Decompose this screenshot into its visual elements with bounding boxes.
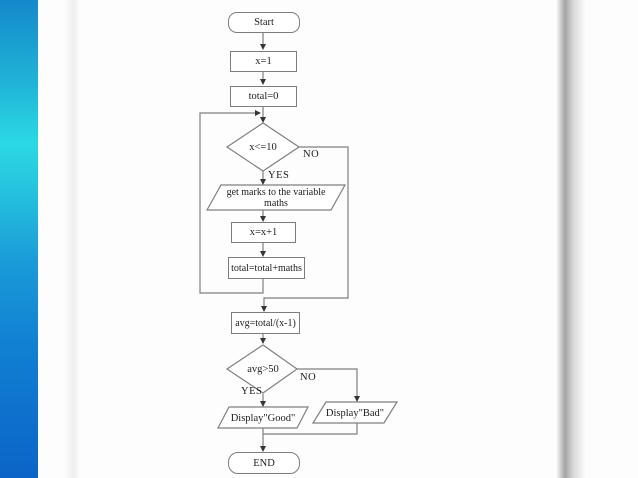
avg-decision-diamond bbox=[225, 344, 299, 394]
arrowhead bbox=[260, 179, 266, 185]
arrowhead bbox=[354, 396, 360, 402]
get-marks-parallelogram bbox=[205, 184, 347, 211]
arrowhead bbox=[260, 338, 266, 344]
start-label: Start bbox=[254, 17, 274, 28]
compute-average-node: avg=total/(x-1) bbox=[231, 312, 300, 334]
avg-yes-label: YES bbox=[241, 386, 263, 397]
display-bad-parallelogram bbox=[311, 401, 399, 424]
arrowhead bbox=[260, 401, 266, 407]
arrowhead bbox=[261, 306, 267, 312]
arrowhead bbox=[260, 251, 266, 257]
init-x-label: x=1 bbox=[255, 56, 272, 67]
connector-loop-no bbox=[263, 146, 349, 307]
compute-average-label: avg=total/(x-1) bbox=[235, 317, 296, 329]
arrowhead bbox=[260, 216, 266, 222]
avg-condition-label: avg>50 bbox=[247, 363, 279, 375]
left-accent-bar bbox=[0, 0, 38, 478]
loop-no-label: NO bbox=[303, 149, 320, 160]
arrowhead bbox=[260, 446, 266, 452]
arrowhead bbox=[260, 79, 266, 85]
init-total-node: total=0 bbox=[230, 86, 297, 107]
display-bad-label: Display"Bad" bbox=[325, 407, 385, 419]
loop-yes-label: YES bbox=[268, 170, 290, 181]
arrowhead bbox=[255, 110, 261, 116]
loop-condition-label: x<=10 bbox=[249, 141, 277, 153]
end-label: END bbox=[253, 457, 275, 469]
start-node: Start bbox=[228, 12, 300, 33]
init-x-node: x=1 bbox=[230, 51, 297, 72]
get-marks-label: get marks to the variable maths bbox=[226, 186, 326, 209]
slide-left-shadow bbox=[64, 0, 80, 478]
arrowhead bbox=[260, 117, 266, 123]
avg-no-label: NO bbox=[300, 372, 317, 383]
end-node: END bbox=[228, 452, 300, 474]
init-total-label: total=0 bbox=[248, 91, 279, 102]
loop-decision-diamond bbox=[225, 122, 301, 172]
display-good-parallelogram bbox=[217, 406, 309, 429]
increment-x-node: x=x+1 bbox=[231, 222, 296, 243]
display-good-label: Display"Good" bbox=[230, 412, 296, 424]
connector-loop-back bbox=[199, 112, 264, 294]
arrowhead bbox=[260, 44, 266, 50]
accumulate-total-node: total=total+maths bbox=[228, 257, 305, 279]
increment-x-label: x=x+1 bbox=[249, 227, 278, 238]
accumulate-total-label: total=total+maths bbox=[231, 262, 302, 274]
slide-right-shadow bbox=[556, 0, 586, 478]
connector-avg-no bbox=[297, 368, 358, 397]
connector-bad-to-end bbox=[263, 423, 358, 435]
